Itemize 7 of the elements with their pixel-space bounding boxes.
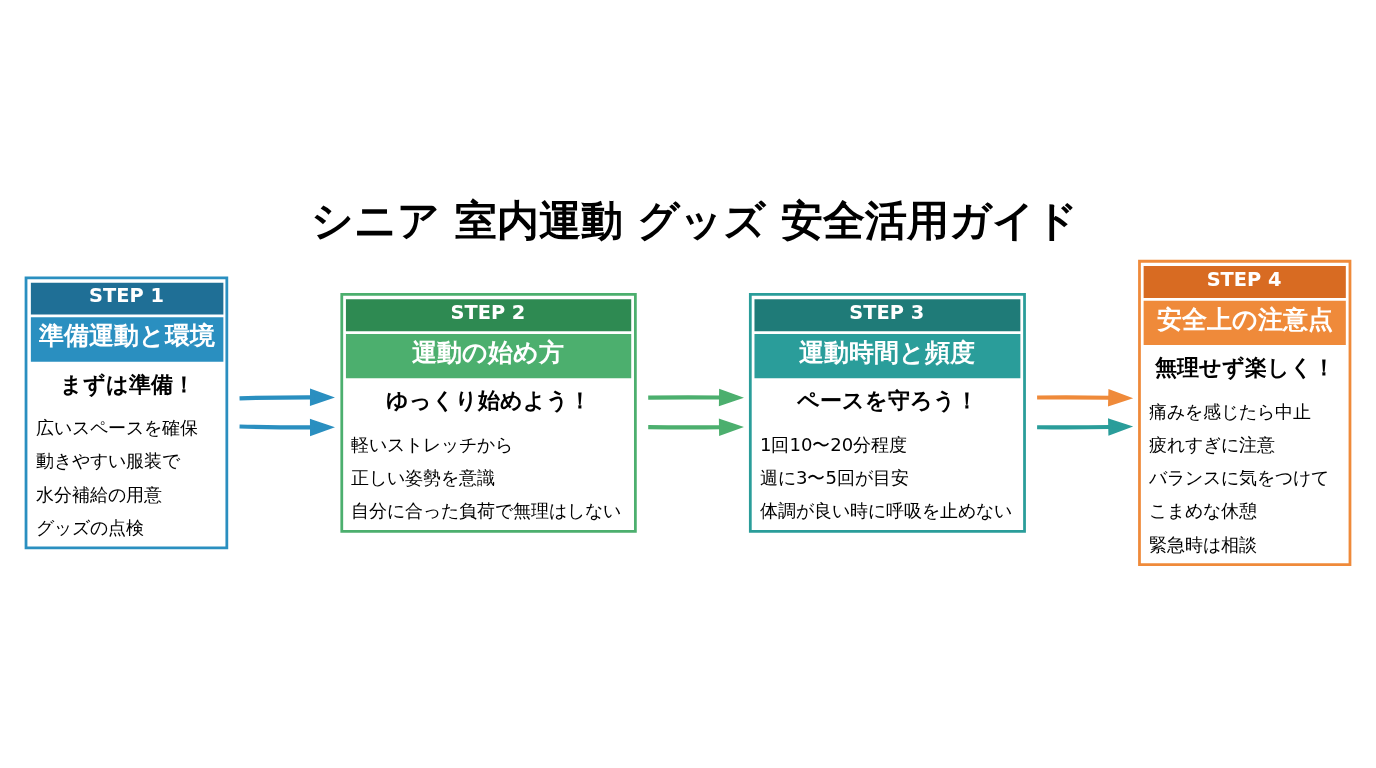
arrow	[648, 418, 744, 436]
arrow	[1037, 388, 1134, 406]
arrow	[648, 388, 744, 406]
arrow	[239, 418, 335, 436]
diagram-title: シニア 室内運動 グッズ 安全活用ガイド	[311, 195, 1078, 245]
arrow	[1037, 417, 1134, 436]
arrow	[239, 388, 335, 406]
